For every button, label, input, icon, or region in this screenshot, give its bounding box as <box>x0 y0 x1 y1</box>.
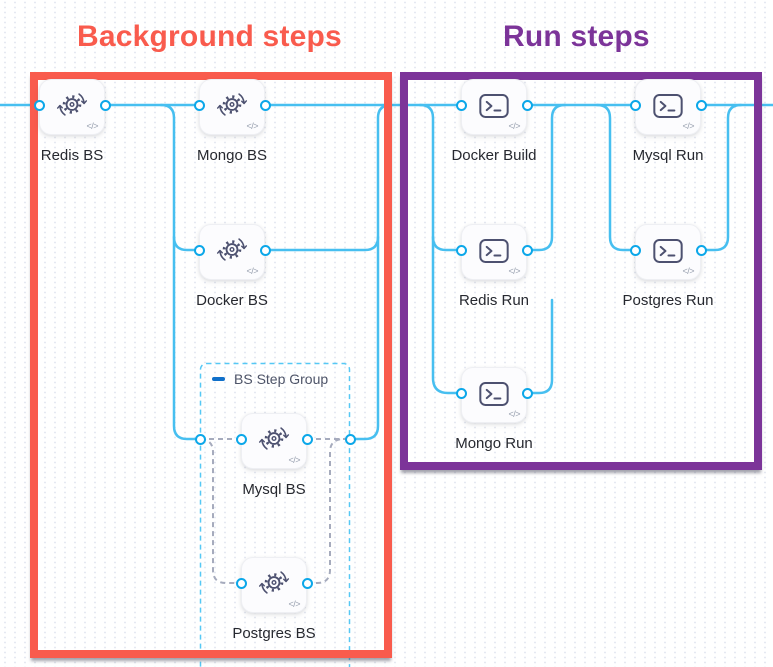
port-in-docker-bs[interactable] <box>193 244 205 256</box>
step-postgres-bs[interactable]: </> <box>241 557 307 613</box>
code-badge-icon: </> <box>682 266 694 276</box>
code-badge-icon: </> <box>246 121 258 131</box>
step-redis-run[interactable]: </> <box>461 224 527 280</box>
group-merge-wire <box>307 438 343 584</box>
step-label-mongo-bs: Mongo BS <box>196 147 268 164</box>
step-group-header[interactable]: BS Step Group <box>212 371 328 387</box>
port-in-redis-run[interactable] <box>455 244 467 256</box>
run-merge-mongorun-wire <box>525 298 554 395</box>
port-out-mysql-run[interactable] <box>695 99 707 111</box>
step-group-name: BS Step Group <box>234 371 329 387</box>
run-step-icon <box>653 93 684 124</box>
code-badge-icon: </> <box>86 121 98 131</box>
step-docker-bs[interactable]: </> <box>199 224 265 280</box>
port-out-redis-bs[interactable] <box>99 99 111 111</box>
step-postgres-run[interactable]: </> <box>635 224 701 280</box>
step-redis-bs[interactable]: </> <box>39 79 105 135</box>
code-badge-icon: </> <box>246 266 258 276</box>
step-mongo-bs[interactable]: </> <box>199 79 265 135</box>
run-steps-frame <box>400 72 762 470</box>
run-step-icon <box>479 238 510 269</box>
step-label-mongo-run: Mongo Run <box>455 435 533 452</box>
run-split-redisrun-wire <box>431 235 463 252</box>
bg-merge-wire <box>348 103 393 441</box>
port-in-mongo-bs[interactable] <box>193 99 205 111</box>
run-merge-wire <box>525 103 567 252</box>
step-mysql-run[interactable]: </> <box>635 79 701 135</box>
step-label-postgres-run: Postgres Run <box>622 292 714 309</box>
step-label-redis-run: Redis Run <box>458 292 530 309</box>
step-label-mysql-bs: Mysql BS <box>242 481 306 498</box>
step-label-docker-build: Docker Build <box>451 147 537 164</box>
port-in-mysql-run[interactable] <box>629 99 641 111</box>
port-in-bs-step-group[interactable] <box>194 433 206 445</box>
port-in-postgres-bs[interactable] <box>235 577 247 589</box>
group-split-wire <box>200 438 241 584</box>
run-step-icon <box>479 381 510 412</box>
background-step-icon <box>216 234 248 270</box>
bg-split-wire <box>159 103 202 441</box>
port-in-mongo-run[interactable] <box>455 387 467 399</box>
minus-icon[interactable] <box>212 377 225 381</box>
run-split2-wire <box>595 103 637 252</box>
port-out-postgres-bs[interactable] <box>301 577 313 589</box>
port-out-docker-bs[interactable] <box>259 244 271 256</box>
run-split-wire <box>418 103 463 395</box>
port-in-postgres-run[interactable] <box>629 244 641 256</box>
step-mysql-bs[interactable]: </> <box>241 413 307 469</box>
port-in-docker-build[interactable] <box>455 99 467 111</box>
run-merge2-wire <box>699 103 743 252</box>
background-steps-frame <box>30 72 392 658</box>
background-step-icon <box>216 89 248 125</box>
step-label-docker-bs: Docker BS <box>196 292 268 309</box>
code-badge-icon: </> <box>508 409 520 419</box>
port-in-mysql-bs[interactable] <box>235 433 247 445</box>
bg-split-dockerbs-wire <box>172 235 201 252</box>
code-badge-icon: </> <box>508 266 520 276</box>
step-group-border <box>199 362 351 667</box>
code-badge-icon: </> <box>508 121 520 131</box>
port-out-mongo-run[interactable] <box>521 387 533 399</box>
step-mongo-run[interactable]: </> <box>461 367 527 423</box>
port-out-mongo-bs[interactable] <box>259 99 271 111</box>
step-label-postgres-bs: Postgres BS <box>232 625 316 642</box>
background-steps-title: Background steps <box>77 20 342 53</box>
code-badge-icon: </> <box>682 121 694 131</box>
step-docker-build[interactable]: </> <box>461 79 527 135</box>
background-step-icon <box>258 423 290 459</box>
code-badge-icon: </> <box>288 455 300 465</box>
run-step-icon <box>653 238 684 269</box>
port-out-postgres-run[interactable] <box>695 244 707 256</box>
step-label-mysql-run: Mysql Run <box>632 147 704 164</box>
port-out-bs-step-group[interactable] <box>344 433 356 445</box>
step-label-redis-bs: Redis BS <box>40 147 104 164</box>
port-out-docker-build[interactable] <box>521 99 533 111</box>
background-step-icon <box>56 89 88 125</box>
group-dashed-connectors <box>200 438 350 584</box>
background-step-icon <box>258 567 290 603</box>
run-step-icon <box>479 93 510 124</box>
code-badge-icon: </> <box>288 599 300 609</box>
run-steps-title: Run steps <box>503 20 650 53</box>
port-in-redis-bs[interactable] <box>33 99 45 111</box>
port-out-mysql-bs[interactable] <box>301 433 313 445</box>
port-out-redis-run[interactable] <box>521 244 533 256</box>
